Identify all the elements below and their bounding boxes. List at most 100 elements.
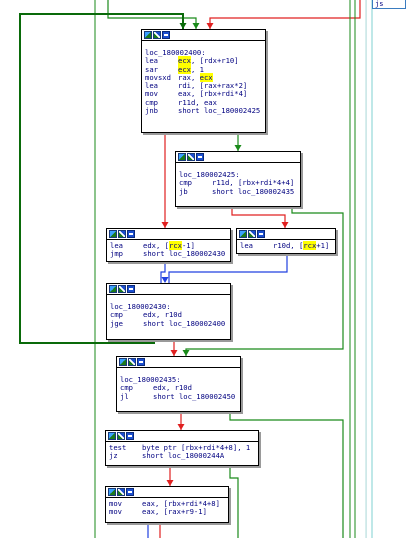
graph-color-icon[interactable]: [108, 488, 116, 496]
operand-text: , 1: [190, 64, 204, 74]
mnemonic: lea: [145, 81, 158, 91]
group-nodes-icon[interactable]: [248, 230, 256, 238]
highlighted-register[interactable]: rcx: [303, 241, 317, 250]
edge-arrowhead: [281, 222, 289, 228]
node-header: [142, 30, 265, 41]
node-comment-icon[interactable]: [126, 488, 134, 496]
node-comment-icon[interactable]: [137, 358, 145, 366]
group-nodes-icon[interactable]: [187, 153, 195, 161]
mnemonic: jz: [109, 451, 118, 461]
mnemonic: mov: [145, 89, 158, 99]
graph-color-icon[interactable]: [108, 432, 116, 440]
node-comment-icon[interactable]: [127, 230, 135, 238]
node-header: [107, 284, 230, 295]
node-comment-icon[interactable]: [196, 153, 204, 161]
node-comment-icon[interactable]: [126, 432, 134, 440]
edge-arrowhead: [182, 350, 190, 356]
right-pane: [366, 0, 406, 538]
mnemonic: lea: [240, 241, 253, 250]
operand-text: eax, [rbx+rdi*4]: [178, 89, 248, 99]
flow-edge: [160, 262, 166, 283]
highlighted-register[interactable]: ecx: [199, 72, 213, 82]
graph-color-icon[interactable]: [239, 230, 247, 238]
mnemonic: cmp: [120, 383, 133, 393]
group-nodes-icon[interactable]: [118, 285, 126, 293]
instruction-line[interactable]: mov eax, [rbx+rdi*4]: [145, 89, 262, 99]
edge-arrowhead: [161, 222, 169, 228]
graph-color-icon[interactable]: [109, 230, 117, 238]
operand-text: short loc_180002435: [212, 186, 295, 196]
side-label: js: [372, 0, 406, 9]
highlighted-register[interactable]: rcx: [168, 241, 182, 250]
mnemonic: jmp: [110, 249, 123, 259]
edge-arrowhead: [170, 350, 178, 356]
highlighted-register[interactable]: ecx: [178, 64, 191, 74]
edge-arrowhead: [234, 145, 242, 151]
node-comment-icon[interactable]: [127, 285, 135, 293]
node-label: loc_180002425:: [179, 170, 240, 179]
mnemonic: movsxd: [145, 72, 171, 82]
group-nodes-icon[interactable]: [153, 31, 161, 39]
operand-text: r10d, [: [273, 241, 304, 250]
flow-edge: [231, 207, 286, 228]
node-label: loc_180002400:: [145, 48, 206, 57]
operand-text: short loc_180002400: [143, 318, 226, 328]
flow-edge: [209, 0, 361, 29]
edge-arrowhead: [161, 277, 169, 283]
group-nodes-icon[interactable]: [117, 488, 125, 496]
node-header: [176, 152, 300, 163]
graph-color-icon[interactable]: [119, 358, 127, 366]
group-nodes-icon[interactable]: [117, 432, 125, 440]
mnemonic: sar: [145, 64, 158, 74]
instruction-line[interactable]: jnb short loc_180002425: [145, 106, 262, 116]
flow-edge: [168, 254, 288, 283]
graph-color-icon[interactable]: [178, 153, 186, 161]
operand-text: short loc_180002425: [178, 106, 261, 116]
operand-text: rdi, [rax+rax*2]: [178, 81, 248, 91]
mnemonic: jnb: [145, 106, 158, 116]
group-nodes-icon[interactable]: [118, 230, 126, 238]
instruction-line[interactable]: lea rdi, [rax+rax*2]: [145, 81, 262, 91]
operand-text: , [rdx+r10]: [190, 56, 239, 66]
edge-arrowhead: [206, 23, 214, 29]
node-comment-icon[interactable]: [162, 31, 170, 39]
node-comment-icon[interactable]: [257, 230, 265, 238]
instruction-line[interactable]: sar ecx, 1: [145, 64, 262, 74]
group-nodes-icon[interactable]: [128, 358, 136, 366]
graph-color-icon[interactable]: [109, 285, 117, 293]
highlighted-register[interactable]: ecx: [178, 56, 191, 66]
operand-text: r11d, eax: [178, 97, 217, 107]
operand-text: edx, r10d: [143, 310, 182, 320]
mnemonic: lea: [110, 241, 123, 250]
node-label: loc_180002430:: [110, 302, 171, 311]
graph-color-icon[interactable]: [144, 31, 152, 39]
operand-text: eax, [rax+r9-1]: [142, 507, 207, 517]
